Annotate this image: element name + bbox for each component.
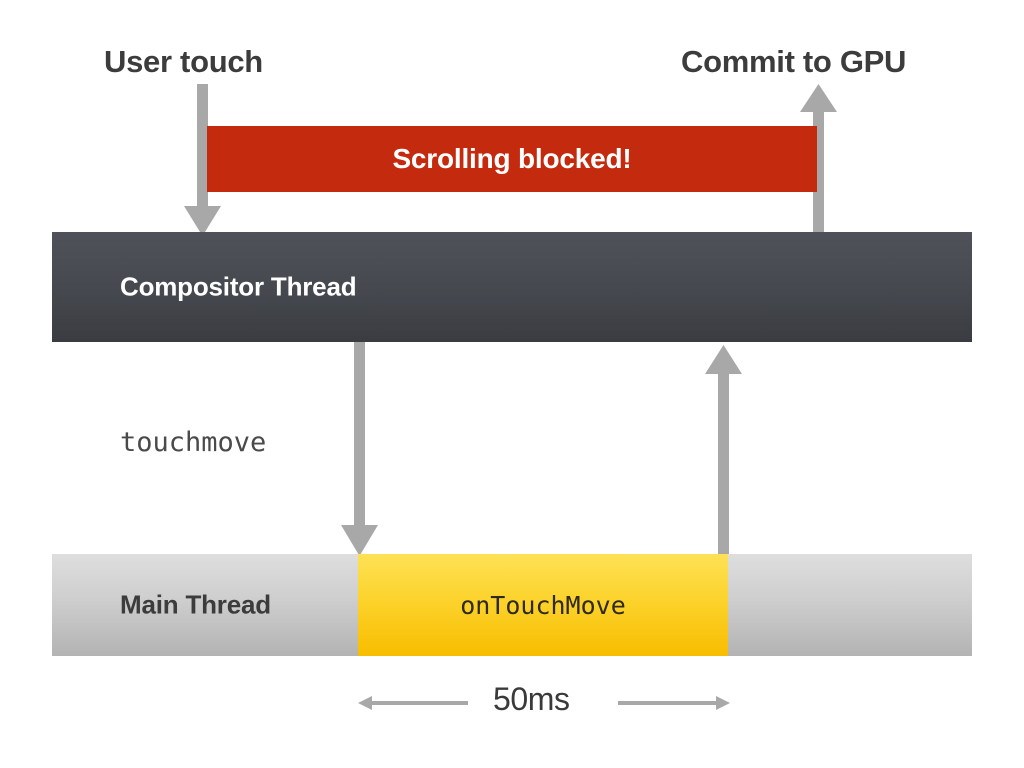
main-thread-lane: Main Thread onTouchMove <box>52 554 972 656</box>
touchmove-arrow-icon <box>341 342 378 556</box>
ontouchmove-task-block: onTouchMove <box>358 554 728 656</box>
scrolling-blocked-bar: Scrolling blocked! <box>207 126 817 192</box>
scrolling-blocked-label: Scrolling blocked! <box>392 143 632 174</box>
main-thread-label: Main Thread <box>120 589 271 620</box>
ontouchmove-label: onTouchMove <box>460 590 626 620</box>
commit-to-gpu-label: Commit to GPU <box>681 44 907 79</box>
touchmove-event-label: touchmove <box>120 427 267 458</box>
duration-measure-arrow-icon <box>358 696 730 710</box>
user-touch-arrow-icon <box>184 84 221 236</box>
compositor-thread-label: Compositor Thread <box>120 271 357 302</box>
duration-measure-label: 50ms <box>493 681 570 717</box>
commit-to-gpu-arrow-icon <box>800 84 837 232</box>
user-touch-label: User touch <box>104 44 263 79</box>
compositor-thread-lane: Compositor Thread <box>52 232 972 342</box>
main-thread-return-arrow-icon <box>705 345 742 556</box>
